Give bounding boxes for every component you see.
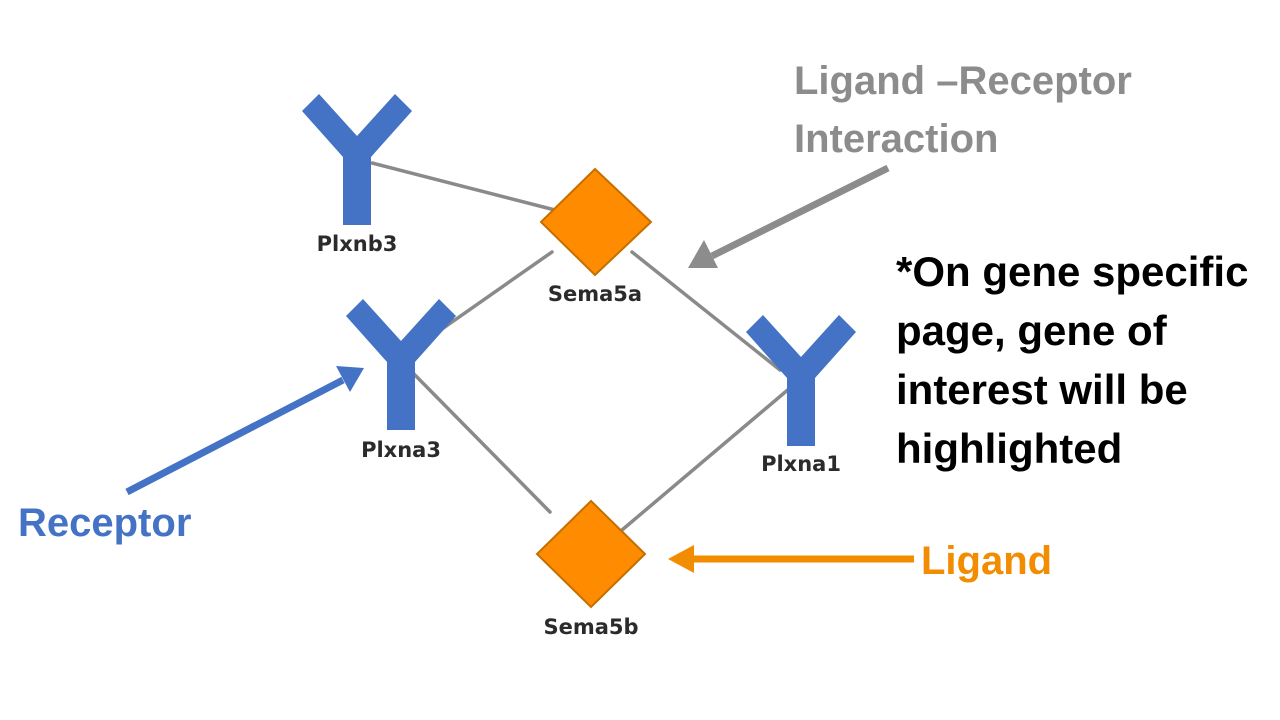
- note-line-3: interest will be: [896, 366, 1188, 413]
- arrow-head-icon: [336, 366, 364, 392]
- note-line-1: *On gene specific: [896, 248, 1248, 295]
- node-label-plxna1: Plxna1: [761, 452, 841, 476]
- y-shaped-receptor-icon: [302, 94, 412, 225]
- interaction-annotation-line2: Interaction: [794, 117, 998, 161]
- interaction-arrow: [688, 164, 890, 268]
- y-shaped-receptor-icon: [746, 315, 856, 446]
- node-label-plxnb3: Plxnb3: [317, 232, 398, 256]
- receptor-node-plxna1[interactable]: Plxna1: [746, 315, 856, 476]
- ligand-annotation: Ligand: [921, 539, 1052, 583]
- arrow-shaft: [710, 164, 890, 260]
- interaction-annotation-line1: Ligand –Receptor: [794, 59, 1132, 103]
- note-line-4: highlighted: [896, 425, 1122, 472]
- receptor-node-plxna3[interactable]: Plxna3: [346, 299, 456, 462]
- diamond-ligand-icon: [535, 499, 647, 609]
- arrow-shaft: [125, 376, 345, 496]
- edge-plxna3-sema5b: [408, 368, 552, 514]
- node-label-plxna3: Plxna3: [361, 438, 441, 462]
- edge-plxna1-sema5b: [620, 386, 792, 532]
- note-line-2: page, gene of: [896, 307, 1168, 354]
- edge-sema5a-plxna1: [630, 250, 782, 372]
- arrow-head-icon: [688, 240, 718, 268]
- receptor-annotation: Receptor: [18, 501, 191, 545]
- ligand-node-sema5b[interactable]: Sema5b: [535, 499, 647, 639]
- ligand-arrow: [668, 545, 914, 573]
- diamond-ligand-icon: [539, 167, 653, 277]
- arrow-head-icon: [668, 545, 694, 573]
- edge-plxnb3-sema5a: [370, 161, 557, 212]
- y-shaped-receptor-icon: [346, 299, 456, 430]
- ligand-node-sema5a[interactable]: Sema5a: [539, 167, 653, 306]
- node-label-sema5a: Sema5a: [548, 282, 642, 306]
- node-label-sema5b: Sema5b: [543, 615, 638, 639]
- receptor-arrow: [125, 366, 364, 496]
- receptor-node-plxnb3[interactable]: Plxnb3: [302, 94, 412, 256]
